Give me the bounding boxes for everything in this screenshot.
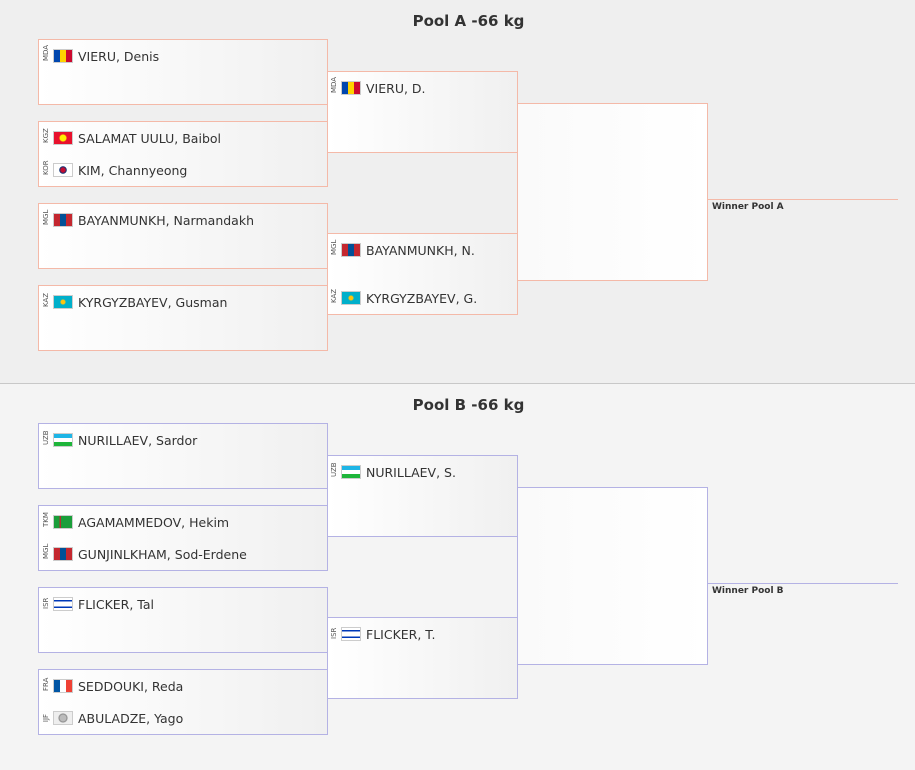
winner-label: Winner Pool B (712, 586, 784, 596)
country-code: MDA (42, 44, 50, 61)
athlete-entry[interactable]: MDA VIERU, Denis (39, 44, 160, 66)
athlete-name: BAYANMUNKH, N. (366, 242, 475, 258)
final-match (517, 103, 708, 281)
athlete-entry[interactable]: KAZ KYRGYZBAYEV, G. (327, 288, 477, 308)
athlete-entry[interactable]: FRA SEDDOUKI, Reda (39, 676, 183, 696)
round1-match: MDA VIERU, Denis (38, 39, 328, 105)
flag-mgl-icon (53, 547, 73, 561)
athlete-entry[interactable]: MDA VIERU, D. (327, 76, 426, 98)
athlete-entry[interactable]: KAZ KYRGYZBAYEV, Gusman (39, 292, 227, 312)
winner-label: Winner Pool A (712, 202, 784, 212)
athlete-name: KYRGYZBAYEV, Gusman (78, 294, 228, 310)
athlete-entry[interactable]: MGL GUNJINLKHAM, Sod-Erdene (39, 544, 247, 564)
athlete-name: GUNJINLKHAM, Sod-Erdene (78, 546, 247, 562)
athlete-entry[interactable]: MGL BAYANMUNKH, Narmandakh (39, 210, 254, 230)
country-code: FRA (42, 677, 50, 691)
flag-mda-icon (341, 81, 361, 95)
round2-match: MGL BAYANMUNKH, N. KAZ KYRGYZBAYEV, G. (327, 233, 518, 315)
athlete-name: FLICKER, T. (366, 626, 436, 642)
athlete-name: ABULADZE, Yago (78, 710, 184, 726)
winner-line (707, 583, 898, 584)
final-match (517, 487, 708, 665)
athlete-name: FLICKER, Tal (78, 596, 154, 612)
flag-fra-icon (53, 679, 73, 693)
flag-isr-icon (341, 627, 361, 641)
round2-match: UZB NURILLAEV, S. (327, 455, 518, 537)
round1-match: KAZ KYRGYZBAYEV, Gusman (38, 285, 328, 351)
flag-mda-icon (53, 49, 73, 63)
flag-kaz-icon (341, 291, 361, 305)
athlete-name: NURILLAEV, Sardor (78, 432, 198, 448)
athlete-name: KYRGYZBAYEV, G. (366, 290, 478, 306)
country-code: KOR (42, 160, 50, 175)
country-code: ISR (330, 627, 338, 639)
round1-match: MGL BAYANMUNKH, Narmandakh (38, 203, 328, 269)
country-code: KAZ (42, 292, 50, 307)
athlete-name: VIERU, D. (366, 80, 426, 96)
flag-uzb-icon (341, 465, 361, 479)
flag-kaz-icon (53, 295, 73, 309)
round2-match: MDA VIERU, D. (327, 71, 518, 153)
athlete-name: VIERU, Denis (78, 48, 160, 64)
country-code: TKM (42, 512, 50, 527)
flag-isr-icon (53, 597, 73, 611)
country-code: KAZ (330, 288, 338, 303)
country-code: MGL (42, 209, 50, 225)
flag-tkm-icon (53, 515, 73, 529)
country-code: KGZ (42, 128, 50, 143)
country-code: MGL (42, 543, 50, 559)
athlete-entry[interactable]: ISR FLICKER, Tal (39, 594, 154, 614)
flag-kgz-icon (53, 131, 73, 145)
pool-title: Pool B -66 kg (412, 396, 525, 414)
flag-mgl-icon (341, 243, 361, 257)
athlete-entry[interactable]: IJF ABULADZE, Yago (39, 708, 183, 728)
athlete-name: AGAMAMMEDOV, Hekim (78, 514, 230, 530)
country-code: IJF (42, 713, 50, 723)
country-code: MGL (330, 239, 338, 255)
athlete-entry[interactable]: UZB NURILLAEV, S. (327, 462, 456, 482)
pool-title: Pool A -66 kg (412, 12, 525, 30)
athlete-name: KIM, Channyeong (78, 162, 188, 178)
athlete-name: SALAMAT UULU, Baibol (78, 130, 221, 146)
athlete-name: SEDDOUKI, Reda (78, 678, 184, 694)
round1-match: ISR FLICKER, Tal (38, 587, 328, 653)
flag-ijf-icon (53, 711, 73, 725)
athlete-entry[interactable]: UZB NURILLAEV, Sardor (39, 430, 197, 450)
country-code: MDA (330, 76, 338, 93)
country-code: UZB (330, 462, 338, 477)
flag-uzb-icon (53, 433, 73, 447)
round1-match: UZB NURILLAEV, Sardor (38, 423, 328, 489)
country-code: ISR (42, 597, 50, 609)
athlete-entry[interactable]: TKM AGAMAMMEDOV, Hekim (39, 512, 229, 532)
athlete-name: BAYANMUNKH, Narmandakh (78, 212, 254, 228)
athlete-entry[interactable]: MGL BAYANMUNKH, N. (327, 240, 475, 260)
flag-mgl-icon (53, 213, 73, 227)
winner-line (707, 199, 898, 200)
flag-kor-icon (53, 163, 73, 177)
athlete-entry[interactable]: ISR FLICKER, T. (327, 624, 435, 644)
athlete-entry[interactable]: KGZ SALAMAT UULU, Baibol (39, 128, 221, 148)
round2-match: ISR FLICKER, T. (327, 617, 518, 699)
country-code: UZB (42, 430, 50, 445)
athlete-name: NURILLAEV, S. (366, 464, 456, 480)
athlete-entry[interactable]: KOR KIM, Channyeong (39, 160, 187, 180)
